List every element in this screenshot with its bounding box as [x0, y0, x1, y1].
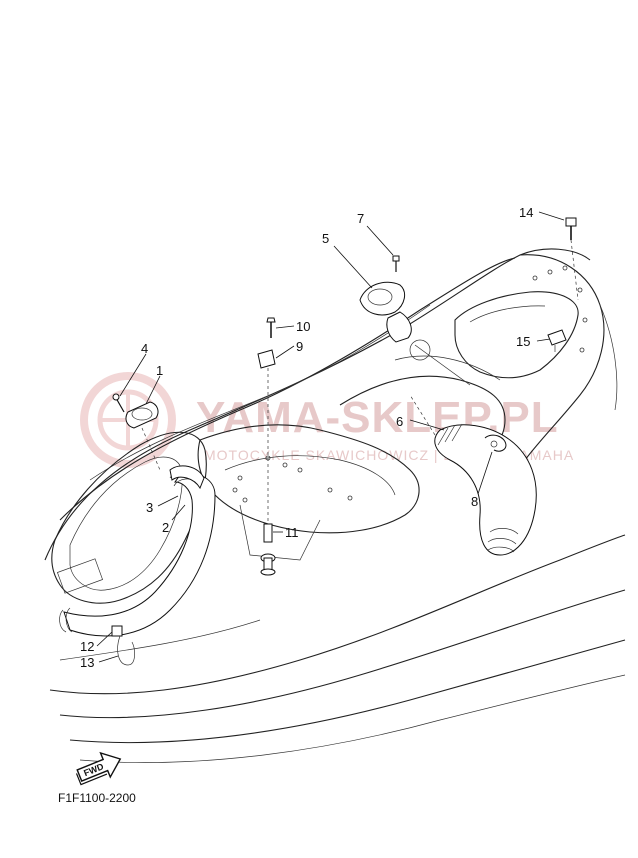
- watermark-title: YAMA-SKLEP.PL: [196, 393, 559, 442]
- callout-3: 3: [146, 500, 153, 515]
- leader-lines: [96, 211, 565, 663]
- part-6-duct: [409, 394, 537, 556]
- part-4-screw: [112, 393, 125, 413]
- callout-1: 1: [156, 363, 163, 378]
- part-11-plug: [260, 523, 276, 576]
- part-15-clip: [547, 329, 567, 352]
- callout-9: 9: [296, 339, 303, 354]
- diagram-code: F1F1100-2200: [58, 791, 136, 805]
- part-14-bolt: [565, 217, 579, 301]
- part-1-cap: [125, 401, 161, 471]
- callout-13: 13: [80, 655, 94, 670]
- part-13-hanger: [117, 635, 135, 666]
- forward-arrow-icon: FWD: [75, 751, 122, 786]
- callout-5: 5: [322, 231, 329, 246]
- part-3-clamp: [169, 465, 205, 490]
- callout-8: 8: [471, 494, 478, 509]
- callout-15: 15: [516, 334, 530, 349]
- callout-10: 10: [296, 319, 310, 334]
- bolt-holes: [232, 265, 588, 503]
- part-7-screw: [392, 255, 400, 272]
- callout-7: 7: [357, 211, 364, 226]
- part-5-vent-cover: [359, 281, 412, 343]
- callout-4: 4: [141, 341, 148, 356]
- callout-2: 2: [162, 520, 169, 535]
- part-8-clamp: [484, 434, 507, 452]
- callout-12: 12: [80, 639, 94, 654]
- hull-drawing: [44, 248, 626, 763]
- parts: [59, 217, 579, 666]
- part-12-bracket: [111, 625, 123, 637]
- callout-6: 6: [396, 414, 403, 429]
- callout-labels: 1 2 3 4 5 6 7 8 9 10 11 12 13 14 15: [80, 205, 533, 670]
- part-10-rivet: [266, 317, 276, 338]
- callout-14: 14: [519, 205, 533, 220]
- callout-11: 11: [285, 525, 299, 540]
- part-9-grommet: [257, 349, 276, 525]
